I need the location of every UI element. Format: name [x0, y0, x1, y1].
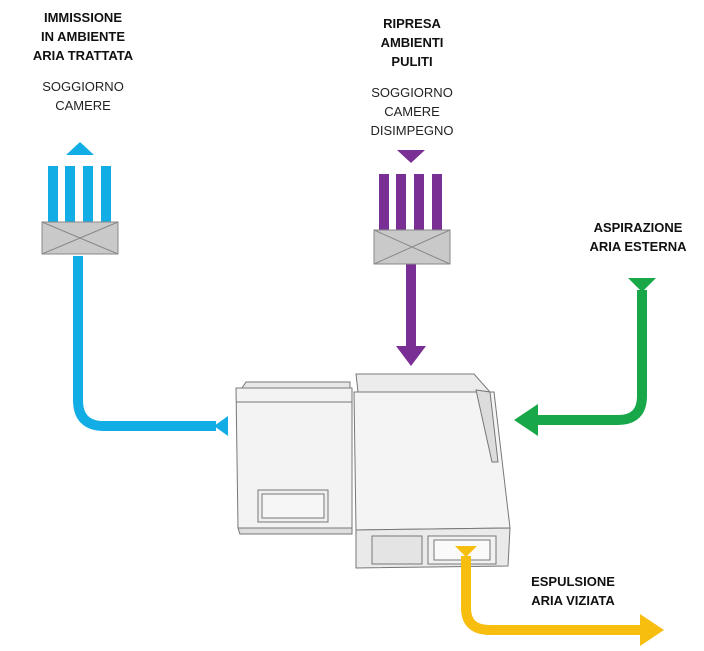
extract-title-line-2: AMBIENTI	[380, 35, 444, 50]
intake-inlet-arrow-icon	[514, 404, 538, 436]
exhaust-title-line-2: ARIA VIZIATA	[531, 593, 615, 608]
intake-arrow-icon	[628, 278, 656, 292]
extract-title-line-3: PULITI	[391, 54, 433, 69]
supply-label: IMMISSIONE IN AMBIENTE ARIA TRATTATA SOG…	[20, 8, 146, 115]
intake-title-line-2: ARIA ESTERNA	[589, 239, 687, 254]
ventilation-unit-icon	[235, 373, 511, 569]
supply-room-2: CAMERE	[55, 98, 111, 113]
exhaust-label: ESPULSIONE ARIA VIZIATA	[513, 572, 633, 610]
extract-grille-icon	[373, 229, 451, 265]
supply-title-line-1: IMMISSIONE	[43, 10, 122, 25]
supply-arrow-icon	[66, 142, 94, 155]
grille-icon	[41, 221, 119, 255]
supply-title-line-3: ARIA TRATTATA	[32, 48, 134, 63]
exhaust-title-line-1: ESPULSIONE	[531, 574, 615, 589]
exhaust-duct	[461, 556, 644, 635]
intake-label: ASPIRAZIONE ARIA ESTERNA	[578, 218, 698, 256]
exhaust-arrow-icon	[640, 614, 664, 646]
extract-room-2: CAMERE	[384, 104, 440, 119]
extract-duct	[379, 174, 442, 346]
extract-room-3: DISIMPEGNO	[370, 123, 454, 138]
extract-title-line-1: RIPRESA	[383, 16, 441, 31]
extract-label: RIPRESA AMBIENTI PULITI SOGGIORNO CAMERE…	[352, 14, 472, 140]
supply-inlet-arrow-icon	[214, 416, 228, 436]
intake-duct	[534, 290, 647, 425]
supply-title-line-2: IN AMBIENTE	[40, 29, 126, 44]
extract-arrow-icon	[397, 150, 425, 163]
extract-inlet-arrow-icon	[396, 346, 426, 366]
extract-room-1: SOGGIORNO	[371, 85, 453, 100]
supply-duct	[48, 166, 216, 431]
intake-title-line-1: ASPIRAZIONE	[593, 220, 683, 235]
supply-room-1: SOGGIORNO	[42, 79, 124, 94]
exhaust-outlet-arrow-icon	[455, 546, 477, 557]
